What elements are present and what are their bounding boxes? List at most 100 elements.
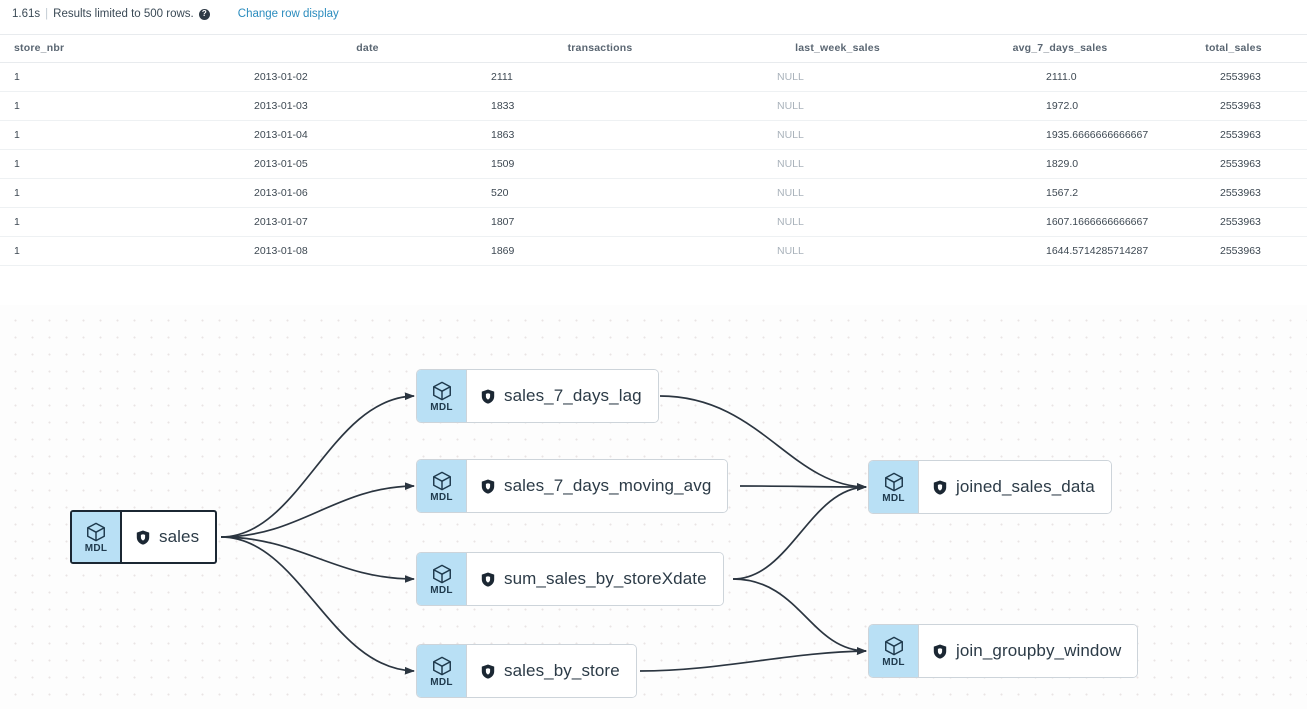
cube-icon <box>883 635 905 657</box>
node-model-badge: MDL <box>869 461 919 513</box>
cell-store_nbr: 1 <box>0 236 250 266</box>
node-label: sales_7_days_moving_avg <box>504 476 712 495</box>
row-limit-message: Results limited to 500 rows. <box>53 8 194 20</box>
cell-date: 2013-01-02 <box>250 62 485 92</box>
edge-paths <box>220 392 868 675</box>
edge-sales_by_store-to-join_groupby_window <box>639 647 868 672</box>
node-label: sales <box>159 527 200 546</box>
cell-avg_7_days_sales: 1829.0 <box>960 149 1160 179</box>
column-header-last_week_sales[interactable]: last_week_sales <box>715 34 960 63</box>
edge-sales_7_days_moving_avg-to-joined_sales_data <box>739 483 868 491</box>
cell-last_week_sales: NULL <box>715 207 960 237</box>
cell-date: 2013-01-03 <box>250 91 485 121</box>
edge-sales-to-sum_sales_by_storeXdate <box>220 536 416 583</box>
node-badge-label: MDL <box>430 401 453 413</box>
shield-icon <box>933 644 947 659</box>
node-body: join_groupby_window <box>919 625 1138 677</box>
column-header-store_nbr[interactable]: store_nbr <box>0 34 250 63</box>
cell-total_sales: 2553963 <box>1160 149 1307 179</box>
cell-last_week_sales: NULL <box>715 62 960 92</box>
cell-date: 2013-01-04 <box>250 120 485 150</box>
lineage-node-sum_sales_by_storeXdate[interactable]: MDL sum_sales_by_storeXdate <box>416 552 724 606</box>
cell-date: 2013-01-06 <box>250 178 485 208</box>
lineage-node-sales_by_store[interactable]: MDL sales_by_store <box>416 644 637 698</box>
shield-icon <box>481 389 495 404</box>
cell-avg_7_days_sales: 1935.6666666666667 <box>960 120 1160 150</box>
cube-icon <box>431 470 453 492</box>
node-body: sales_7_days_lag <box>467 370 658 422</box>
node-body: sales <box>122 512 216 562</box>
node-label: sum_sales_by_storeXdate <box>504 569 707 588</box>
cell-date: 2013-01-05 <box>250 149 485 179</box>
column-header-date[interactable]: date <box>250 34 485 63</box>
node-model-badge: MDL <box>417 370 467 422</box>
cell-store_nbr: 1 <box>0 149 250 179</box>
node-badge-label: MDL <box>430 676 453 688</box>
cell-total_sales: 2553963 <box>1160 91 1307 121</box>
cell-avg_7_days_sales: 1972.0 <box>960 91 1160 121</box>
node-badge-label: MDL <box>430 584 453 596</box>
node-model-badge: MDL <box>417 460 467 512</box>
node-badge-label: MDL <box>430 491 453 503</box>
node-body: sales_by_store <box>467 645 636 697</box>
lineage-node-join_groupby_window[interactable]: MDL join_groupby_window <box>868 624 1139 678</box>
shield-icon <box>136 530 150 545</box>
cell-total_sales: 2553963 <box>1160 62 1307 92</box>
column-header-transactions[interactable]: transactions <box>485 34 715 63</box>
cube-icon <box>431 655 453 677</box>
cell-transactions: 520 <box>485 178 715 208</box>
lineage-node-sales_7_days_moving_avg[interactable]: MDL sales_7_days_moving_avg <box>416 459 729 513</box>
cell-total_sales: 2553963 <box>1160 120 1307 150</box>
cube-icon <box>431 380 453 402</box>
column-header-total_sales[interactable]: total_sales <box>1160 34 1307 63</box>
cell-store_nbr: 1 <box>0 178 250 208</box>
shield-icon <box>481 572 495 587</box>
cell-avg_7_days_sales: 1607.1666666666667 <box>960 207 1160 237</box>
cell-transactions: 2111 <box>485 62 715 92</box>
column-header-avg_7_days_sales[interactable]: avg_7_days_sales <box>960 34 1160 63</box>
edge-sales-to-sales_7_days_lag <box>220 392 416 538</box>
cell-last_week_sales: NULL <box>715 178 960 208</box>
cell-avg_7_days_sales: 1567.2 <box>960 178 1160 208</box>
edge-sum_sales_by_storeXdate-to-joined_sales_data <box>732 483 868 580</box>
node-model-badge: MDL <box>417 553 467 605</box>
cube-icon <box>431 563 453 585</box>
change-row-display-link[interactable]: Change row display <box>237 8 339 20</box>
cell-transactions: 1833 <box>485 91 715 121</box>
cell-avg_7_days_sales: 2111.0 <box>960 62 1160 92</box>
cell-date: 2013-01-08 <box>250 236 485 266</box>
node-body: joined_sales_data <box>919 461 1111 513</box>
node-badge-label: MDL <box>882 656 905 668</box>
node-label: join_groupby_window <box>956 641 1122 660</box>
cell-transactions: 1509 <box>485 149 715 179</box>
cell-transactions: 1807 <box>485 207 715 237</box>
node-model-badge: MDL <box>72 512 122 562</box>
cell-store_nbr: 1 <box>0 120 250 150</box>
cell-date: 2013-01-07 <box>250 207 485 237</box>
node-model-badge: MDL <box>417 645 467 697</box>
query-elapsed-time: 1.61s <box>12 8 41 20</box>
node-badge-label: MDL <box>84 542 108 554</box>
results-status-bar: 1.61s | Results limited to 500 rows. ? C… <box>0 0 1307 28</box>
node-body: sales_7_days_moving_avg <box>467 460 728 512</box>
lineage-node-sales_7_days_lag[interactable]: MDL sales_7_days_lag <box>416 369 659 423</box>
cell-transactions: 1869 <box>485 236 715 266</box>
cell-total_sales: 2553963 <box>1160 236 1307 266</box>
cell-total_sales: 2553963 <box>1160 207 1307 237</box>
lineage-node-sales[interactable]: MDL sales <box>70 510 218 564</box>
shield-icon <box>481 479 495 494</box>
help-circle-icon[interactable]: ? <box>198 8 210 20</box>
